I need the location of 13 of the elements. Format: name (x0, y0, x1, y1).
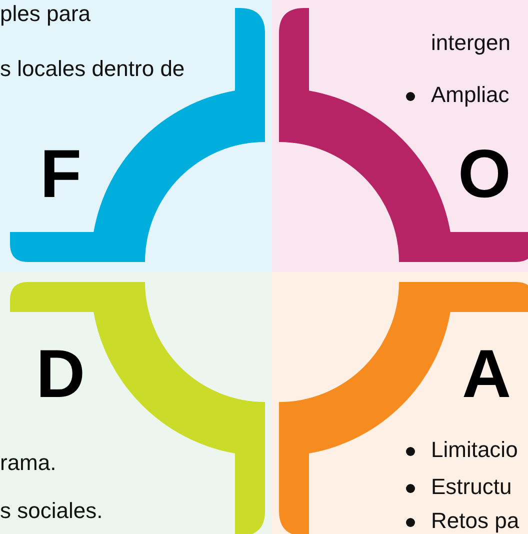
body-text: rama. (0, 450, 56, 476)
quadrant-letter: O (458, 140, 511, 208)
body-text: s locales dentro de (0, 56, 185, 82)
quadrant-letter: A (462, 340, 512, 408)
list-item: Limitacio (431, 437, 518, 464)
body-text: s sociales. (0, 498, 103, 524)
body-text: ples para (0, 1, 91, 28)
quadrant-letter: F (40, 140, 82, 208)
body-text: intergen (431, 30, 511, 56)
list-item: Retos pa (431, 508, 520, 534)
quadrant-letter: D (36, 340, 86, 408)
list-item: Estructu (431, 474, 512, 500)
list-item: Ampliac (431, 82, 510, 108)
